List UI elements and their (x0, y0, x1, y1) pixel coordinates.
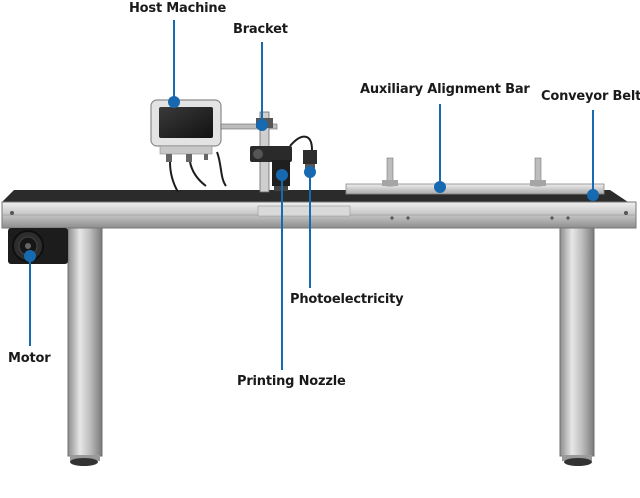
bracket-label: Bracket (233, 22, 288, 37)
host-machine-marker (168, 96, 180, 108)
printing-nozzle-marker (276, 169, 288, 181)
motor (8, 228, 68, 264)
photoelectricity-label: Photoelectricity (290, 292, 404, 307)
motor-marker (24, 250, 36, 262)
auxiliary-alignment-bar (345, 157, 605, 195)
auxiliary-alignment-bar-label: Auxiliary Alignment Bar (360, 82, 530, 97)
bracket-marker (256, 119, 268, 131)
host-machine (150, 99, 227, 193)
printing-nozzle (250, 146, 292, 191)
photoelectric-sensor (289, 135, 317, 170)
printing-nozzle-label: Printing Nozzle (237, 374, 346, 389)
conveyor-belt-label: Conveyor Belt (541, 89, 640, 104)
motor-label: Motor (8, 351, 51, 366)
right-leg (559, 227, 595, 466)
photoelectricity-marker (304, 166, 316, 178)
callout-lines (24, 20, 599, 370)
auxiliary-alignment-bar-marker (434, 181, 446, 193)
conveyor-belt-marker (587, 189, 599, 201)
left-leg (67, 227, 103, 466)
host-machine-label: Host Machine (129, 1, 227, 16)
